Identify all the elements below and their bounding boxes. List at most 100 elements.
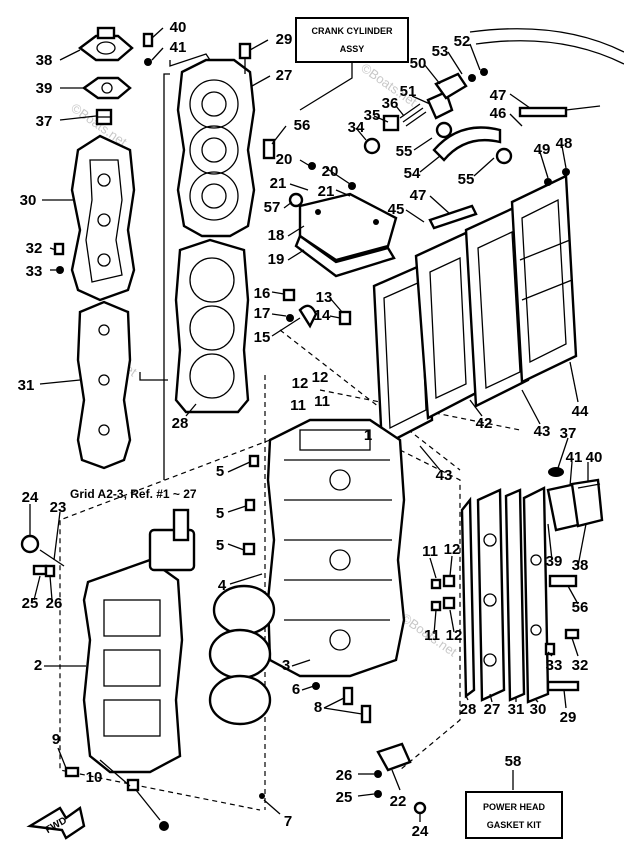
callout-32: 32 bbox=[572, 657, 589, 674]
grid-reference: Grid A2-3, Ref. #1 ~ 27 bbox=[70, 487, 197, 501]
callout-24: 24 bbox=[412, 823, 429, 840]
callout-21: 21 bbox=[318, 183, 335, 200]
sensor-56b bbox=[548, 574, 578, 588]
callout-47: 47 bbox=[490, 87, 507, 104]
leader-lines bbox=[29, 27, 589, 822]
bolt-29 bbox=[238, 42, 252, 74]
hose-fittings-13-17 bbox=[282, 288, 352, 329]
callout-28: 28 bbox=[460, 701, 477, 718]
callout-41: 41 bbox=[170, 39, 187, 56]
callout-56: 56 bbox=[294, 117, 311, 134]
hose-54 bbox=[432, 121, 513, 165]
callout-44: 44 bbox=[572, 403, 589, 420]
callout-58: 58 bbox=[505, 753, 522, 770]
callout-1: 1 bbox=[364, 427, 372, 444]
callout-40: 40 bbox=[586, 449, 603, 466]
callout-12: 12 bbox=[444, 541, 461, 558]
crank-box-line1: CRANK CYLINDER bbox=[312, 26, 394, 36]
gasket-box-line1: POWER HEAD bbox=[483, 802, 546, 812]
callout-56: 56 bbox=[572, 599, 589, 616]
callout-45: 45 bbox=[388, 201, 405, 218]
exhaust-gasket-31 bbox=[76, 300, 132, 470]
callout-23: 23 bbox=[50, 499, 67, 516]
callout-37: 37 bbox=[36, 113, 53, 130]
callout-18: 18 bbox=[268, 227, 285, 244]
callout-20: 20 bbox=[276, 151, 293, 168]
crank-cylinder-assy-box: CRANK CYLINDER ASSY bbox=[295, 17, 409, 111]
left-fasteners-23-26 bbox=[20, 534, 169, 831]
exhaust-inner-cover-43 bbox=[372, 262, 434, 448]
callout-33: 33 bbox=[546, 657, 563, 674]
callout-47: 47 bbox=[410, 187, 427, 204]
valve-assembly-34-36 bbox=[363, 90, 454, 155]
callout-54: 54 bbox=[404, 165, 421, 182]
callout-48: 48 bbox=[556, 135, 573, 152]
callout-2: 2 bbox=[34, 657, 42, 674]
callout-27: 27 bbox=[276, 67, 293, 84]
callout-38: 38 bbox=[572, 557, 589, 574]
callout-5: 5 bbox=[216, 505, 224, 522]
callout-21: 21 bbox=[270, 175, 287, 192]
fwd-arrow: FWD bbox=[26, 805, 86, 840]
callout-9: 9 bbox=[52, 731, 60, 748]
callout-39: 39 bbox=[546, 553, 563, 570]
callout-10: 10 bbox=[86, 769, 103, 786]
callout-43: 43 bbox=[436, 467, 453, 484]
thermostat-37 bbox=[95, 108, 113, 126]
callout-29: 29 bbox=[276, 31, 293, 48]
fittings-20-21-57 bbox=[288, 162, 356, 208]
callout-51: 51 bbox=[400, 83, 417, 100]
callout-13: 13 bbox=[316, 289, 333, 306]
cover-27b bbox=[476, 488, 506, 702]
callout-5: 5 bbox=[216, 463, 224, 480]
exhaust-cover-30 bbox=[70, 134, 136, 302]
crankcase-2 bbox=[82, 558, 184, 774]
callout-57: 57 bbox=[264, 199, 281, 216]
pipe-46-47 bbox=[428, 105, 601, 230]
gasket-28b bbox=[460, 496, 476, 699]
cylinder-block-1 bbox=[266, 418, 406, 678]
crank-box-line2: ASSY bbox=[340, 44, 365, 54]
side-fittings-11-12 bbox=[430, 574, 456, 612]
callout-30: 30 bbox=[530, 701, 547, 718]
callout-31: 31 bbox=[18, 377, 35, 394]
callout-32: 32 bbox=[26, 240, 43, 257]
callout-8: 8 bbox=[314, 699, 322, 716]
callout-46: 46 bbox=[490, 105, 507, 122]
sensor-56 bbox=[262, 138, 276, 160]
callout-22: 22 bbox=[390, 793, 407, 810]
callout-11: 11 bbox=[314, 393, 330, 410]
callout-31: 31 bbox=[508, 701, 525, 718]
callout-30: 30 bbox=[20, 192, 37, 209]
callout-52: 52 bbox=[454, 33, 471, 50]
callout-26: 26 bbox=[336, 767, 353, 784]
bottom-fittings-22-26 bbox=[374, 742, 427, 815]
thermostat-cover-38 bbox=[78, 26, 134, 62]
callout-14: 14 bbox=[314, 307, 331, 324]
callout-34: 34 bbox=[348, 119, 365, 136]
callout-7: 7 bbox=[284, 813, 292, 830]
callout-55: 55 bbox=[396, 143, 413, 160]
callout-numbers: 40 41 38 39 37 30 32 33 31 29 27 56 20 2… bbox=[18, 19, 603, 840]
callout-27: 27 bbox=[484, 701, 501, 718]
head-gasket-28 bbox=[174, 238, 250, 414]
callout-39: 39 bbox=[36, 80, 53, 97]
callout-42: 42 bbox=[476, 415, 493, 432]
callout-16: 16 bbox=[254, 285, 271, 302]
callout-4: 4 bbox=[218, 577, 227, 594]
callout-20: 20 bbox=[322, 163, 339, 180]
callout-50: 50 bbox=[410, 55, 427, 72]
callout-53: 53 bbox=[432, 43, 449, 60]
bolt-32-33 bbox=[53, 242, 65, 274]
callout-12: 12 bbox=[446, 627, 463, 644]
callout-29: 29 bbox=[560, 709, 577, 726]
gasket-box-line2: GASKET KIT bbox=[487, 820, 542, 830]
callout-17: 17 bbox=[254, 305, 271, 322]
callout-15: 15 bbox=[254, 329, 271, 346]
callout-35: 35 bbox=[364, 107, 381, 124]
callout-43: 43 bbox=[534, 423, 551, 440]
cover-30b bbox=[522, 486, 550, 704]
callout-5: 5 bbox=[216, 537, 224, 554]
